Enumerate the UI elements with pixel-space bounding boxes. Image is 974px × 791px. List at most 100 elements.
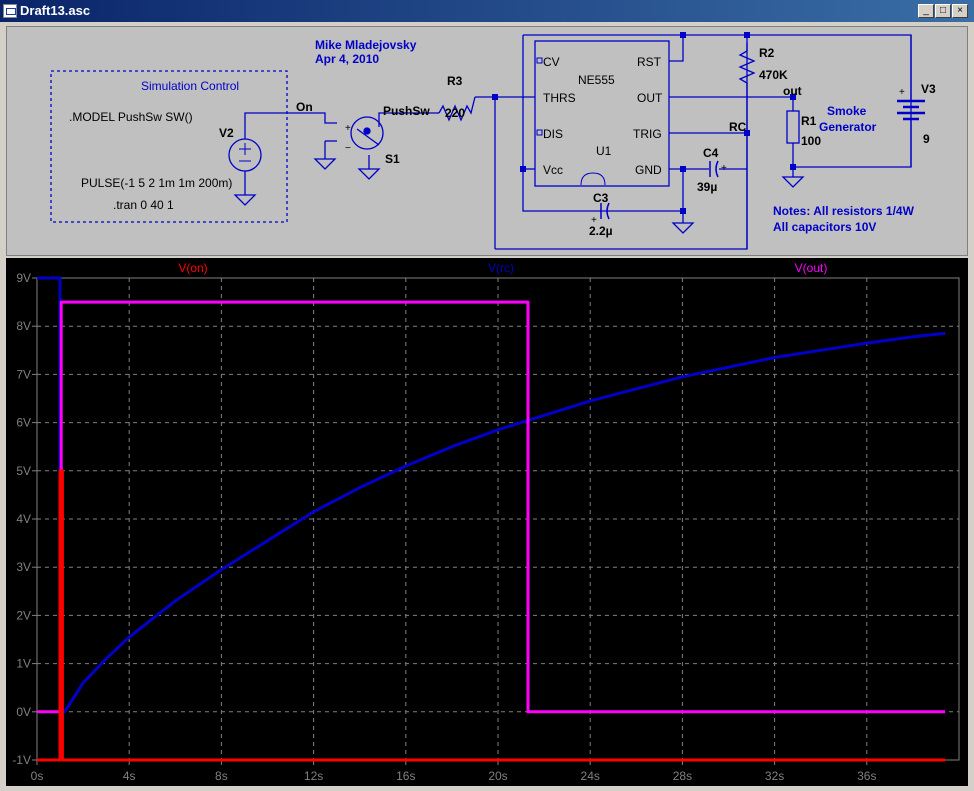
window-title: Draft13.asc (20, 3, 91, 18)
c4-plus: + (721, 163, 727, 174)
x-tick-label: 36s (857, 769, 876, 783)
pin-marker (536, 57, 543, 64)
c4-label: C4 (703, 146, 719, 160)
v2-label: V2 (219, 126, 234, 140)
junction-dot (520, 166, 526, 172)
r1-value: 100 (801, 134, 821, 148)
s1-plus: + (345, 123, 351, 134)
junction-dot (492, 94, 498, 100)
pin-thrs: THRS (543, 91, 576, 105)
close-button[interactable]: × (952, 4, 968, 18)
x-tick-label: 0s (31, 769, 44, 783)
legend-vout[interactable]: V(out) (795, 261, 828, 275)
pin-out: OUT (637, 91, 663, 105)
y-tick-label: 9V (16, 271, 31, 285)
v3-value: 9 (923, 132, 930, 146)
junction-dot (680, 166, 686, 172)
v3-label: V3 (921, 82, 936, 96)
junction-dot (680, 208, 686, 214)
series-line-vout[interactable] (37, 300, 946, 714)
pulse-directive[interactable]: PULSE(-1 5 2 1m 1m 200m) (81, 176, 232, 190)
s1-label: S1 (385, 152, 400, 166)
maximize-button[interactable]: □ (935, 4, 951, 18)
y-tick-label: 8V (16, 319, 31, 333)
y-tick-label: 2V (16, 608, 31, 622)
ground-icon (671, 222, 695, 234)
y-tick-label: 0V (16, 705, 31, 719)
x-tick-label: 12s (304, 769, 323, 783)
x-tick-label: 16s (396, 769, 415, 783)
ne555-body[interactable] (534, 40, 670, 187)
x-tick-label: 32s (765, 769, 784, 783)
pin-dis: DIS (543, 127, 563, 141)
r3-label: R3 (447, 74, 463, 88)
junction-dot (744, 130, 750, 136)
s1-switch[interactable] (350, 116, 384, 150)
series-line-von[interactable] (37, 469, 946, 762)
ic-name: NE555 (578, 73, 615, 87)
v2-source[interactable] (228, 138, 262, 172)
smoke-text-1: Smoke (827, 104, 867, 118)
wire-rst (669, 35, 684, 62)
x-tick-label: 4s (123, 769, 136, 783)
pin-gnd: GND (635, 163, 662, 177)
r2-value: 470K (759, 68, 788, 82)
legend-vrc[interactable]: V(rc) (488, 261, 514, 275)
schematic-canvas[interactable]: Simulation Control .MODEL PushSw SW() PU… (7, 27, 967, 255)
pin-vcc: Vcc (543, 163, 563, 177)
legend-von[interactable]: V(on) (178, 261, 207, 275)
minimize-button[interactable]: _ (918, 4, 934, 18)
c3-value: 2.2µ (589, 224, 613, 238)
ic-notch (580, 172, 606, 186)
r1-resistor[interactable] (786, 110, 800, 144)
schematic-pane[interactable]: Simulation Control .MODEL PushSw SW() PU… (6, 26, 968, 256)
x-tick-label: 28s (673, 769, 692, 783)
net-out-label: out (783, 84, 802, 98)
wire-on (244, 112, 337, 139)
c3-plus: + (591, 215, 597, 226)
junction-dot (790, 94, 796, 100)
sim-control-box (50, 70, 288, 223)
c4-value: 39µ (697, 180, 717, 194)
net-on-label: On (296, 100, 313, 114)
c4-capacitor[interactable] (709, 160, 719, 178)
net-rc-label: RC (729, 120, 747, 134)
r3-value: 220 (445, 106, 465, 120)
note-line-2: All capacitors 10V (773, 220, 876, 234)
model-directive[interactable]: .MODEL PushSw SW() (69, 110, 193, 124)
pin-trig: TRIG (633, 127, 662, 141)
note-line-1: Notes: All resistors 1/4W (773, 204, 915, 218)
wire-vcc (522, 35, 683, 212)
ground-icon (357, 168, 381, 180)
r1-label: R1 (801, 114, 817, 128)
y-tick-label: 1V (16, 657, 31, 671)
y-tick-label: 7V (16, 367, 31, 381)
pin-cv: CV (543, 55, 560, 69)
s1-minus: − (345, 143, 351, 154)
junction-dot (790, 164, 796, 170)
pin-rst: RST (637, 55, 662, 69)
x-tick-label: 20s (488, 769, 507, 783)
smoke-text-2: Generator (819, 120, 877, 134)
y-tick-label: 3V (16, 560, 31, 574)
r3-resistor[interactable] (438, 96, 476, 122)
r2-resistor[interactable] (738, 50, 756, 84)
y-tick-label: 6V (16, 416, 31, 430)
tran-directive[interactable]: .tran 0 40 1 (113, 198, 174, 212)
ic-ref: U1 (596, 144, 612, 158)
y-tick-label: -1V (12, 753, 31, 767)
ground-icon (781, 176, 805, 188)
junction-dot (744, 32, 750, 38)
title-bar[interactable]: Draft13.asc _ □ × (0, 0, 974, 22)
r2-label: R2 (759, 46, 775, 60)
y-tick-label: 5V (16, 464, 31, 478)
v3-battery[interactable] (897, 99, 925, 121)
series-line-vrc[interactable] (37, 276, 946, 714)
app-icon[interactable] (3, 4, 17, 18)
ground-icon (233, 194, 257, 206)
c3-capacitor[interactable] (600, 202, 610, 220)
pin-marker (536, 129, 543, 136)
junction-dot (680, 32, 686, 38)
